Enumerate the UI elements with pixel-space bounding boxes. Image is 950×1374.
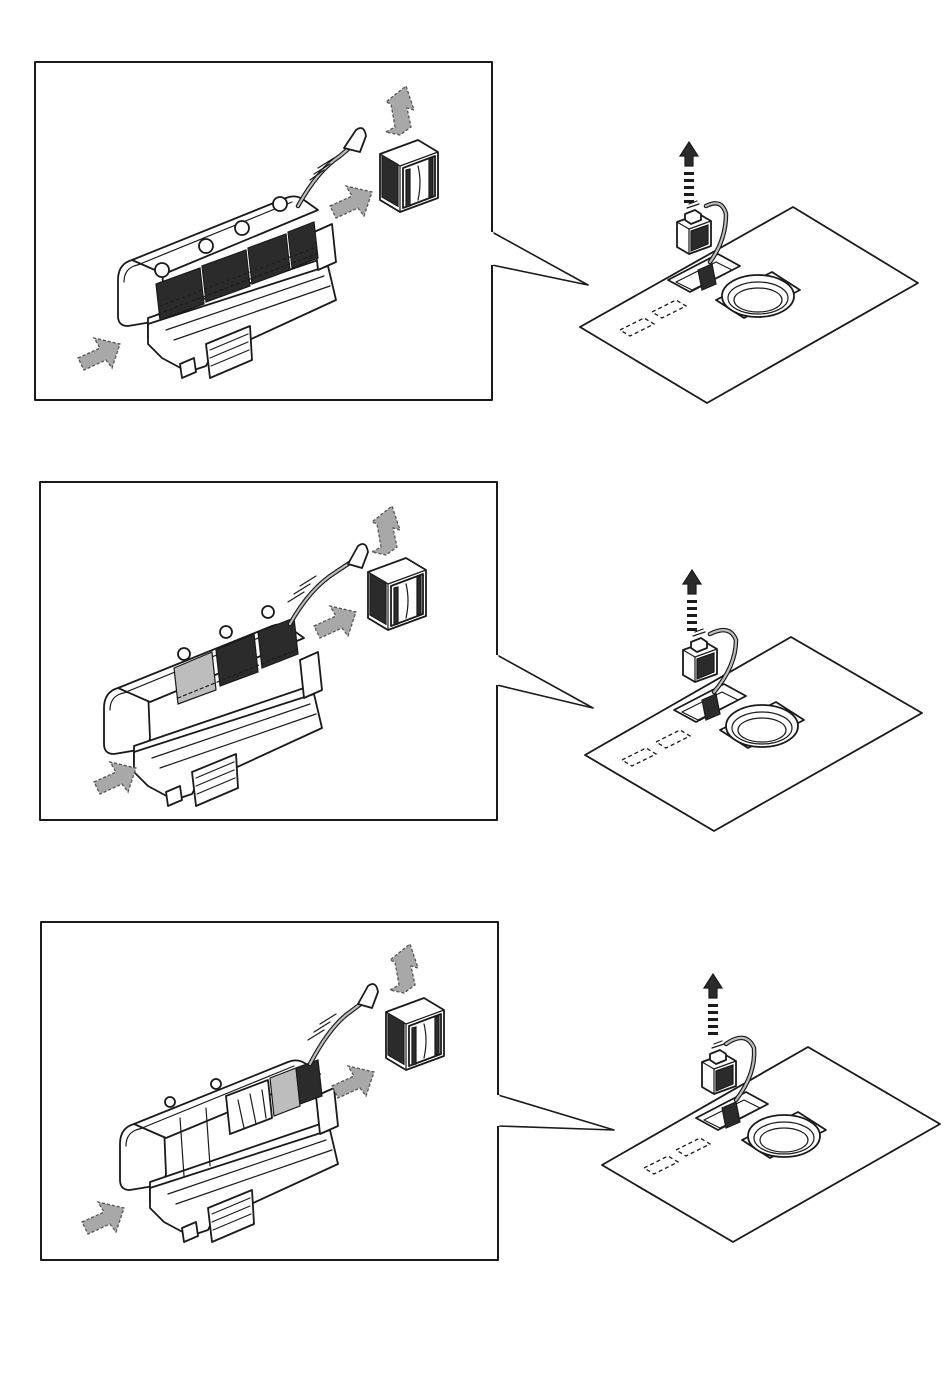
step-3-filter-block <box>386 998 444 1070</box>
step-3-plug <box>702 1041 736 1094</box>
step-1-up-arrow <box>680 142 698 203</box>
step-3-callout-pointer <box>498 1095 614 1130</box>
step-1-illustration <box>35 62 918 403</box>
step-2-illustration <box>40 482 922 831</box>
step-2-vent-arrow <box>372 506 400 555</box>
step-3-ceiling-panel <box>602 1038 940 1242</box>
step-2-ceiling-panel <box>585 630 922 831</box>
step-3-unit <box>120 984 378 1242</box>
step-2-filters <box>174 618 298 704</box>
step-3-inlet-arrow <box>82 1202 124 1234</box>
step-1-callout-pointer <box>492 232 588 285</box>
step-1-outlet-arrow <box>330 186 372 218</box>
step-1-ceiling-panel <box>580 203 918 403</box>
step-3-illustration <box>41 922 940 1260</box>
step-2-unit <box>104 544 368 806</box>
step-1-vent-arrow <box>386 86 414 135</box>
step-2-filter-block <box>368 558 426 630</box>
step-2-plug <box>683 629 717 682</box>
step-2-up-arrow <box>683 570 701 631</box>
step-1-plug <box>677 201 711 254</box>
step-2-inlet-arrow <box>94 762 136 794</box>
step-2-outlet-arrow <box>314 606 356 638</box>
step-3-up-arrow <box>704 974 722 1035</box>
step-2-callout-pointer <box>497 655 593 708</box>
step-1-inlet-arrow <box>78 338 120 370</box>
step-3-outlet-arrow <box>332 1066 374 1098</box>
step-1-filter-block <box>380 140 438 212</box>
step-3-vent-arrow <box>390 944 418 993</box>
step-1-unit <box>118 128 366 378</box>
